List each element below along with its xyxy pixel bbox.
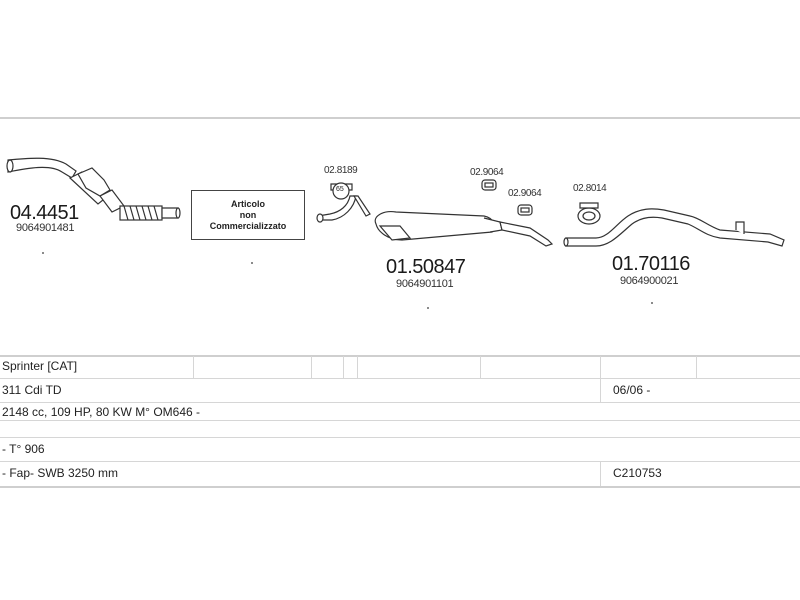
middle-silencer-part[interactable] bbox=[316, 195, 554, 247]
table-divider bbox=[600, 356, 601, 378]
rubber-mount-part-2[interactable] bbox=[517, 204, 533, 216]
table-divider bbox=[600, 379, 601, 402]
notice-line: non bbox=[239, 209, 257, 220]
marker-dot bbox=[651, 302, 653, 304]
tail-pipe-part[interactable] bbox=[563, 208, 785, 247]
part-oem-number: 9064900021 bbox=[620, 275, 679, 287]
table-border bbox=[0, 402, 800, 403]
part-code: 01.70116 bbox=[612, 253, 690, 275]
table-row: 311 Cdi TD bbox=[2, 383, 62, 397]
table-border bbox=[0, 486, 800, 488]
table-divider bbox=[480, 356, 481, 378]
part-code: 04.4451 bbox=[10, 202, 79, 224]
mount-code: 02.9064 bbox=[470, 167, 504, 178]
table-row: 2148 cc, 109 HP, 80 KW M° OM646 - bbox=[2, 405, 200, 419]
rubber-mount-part-1[interactable] bbox=[481, 179, 497, 191]
table-border bbox=[0, 355, 800, 357]
table-border bbox=[0, 461, 800, 462]
table-border bbox=[0, 420, 800, 421]
table-divider bbox=[696, 356, 697, 378]
table-divider bbox=[311, 356, 312, 378]
clamp-code: 02.8014 bbox=[573, 183, 607, 194]
table-cell: C210753 bbox=[613, 466, 662, 480]
table-border bbox=[0, 378, 800, 379]
clamp-part-2[interactable] bbox=[577, 202, 601, 225]
table-border bbox=[0, 437, 800, 438]
marker-dot bbox=[42, 252, 44, 254]
clamp-part[interactable] bbox=[330, 182, 353, 200]
table-row: - T° 906 bbox=[2, 442, 45, 456]
exhaust-diagram bbox=[6, 157, 785, 247]
table-row: Sprinter [CAT] bbox=[2, 359, 78, 373]
table-row: - Fap- SWB 3250 mm bbox=[2, 466, 119, 480]
part-oem-number: 9064901481 bbox=[16, 222, 75, 234]
top-divider bbox=[0, 117, 800, 119]
front-pipe-catalyst-part[interactable] bbox=[6, 157, 181, 221]
clamp-code: 02.8189 bbox=[324, 165, 358, 176]
table-divider bbox=[357, 356, 358, 378]
not-sold-notice: Articolo non Commercializzato bbox=[191, 190, 305, 240]
marker-dot bbox=[427, 307, 429, 309]
notice-line: Articolo bbox=[230, 198, 265, 209]
table-divider bbox=[343, 356, 344, 378]
table-divider bbox=[600, 462, 601, 486]
mount-code: 02.9064 bbox=[508, 188, 542, 199]
table-cell: 06/06 - bbox=[613, 383, 651, 397]
clamp-size-label: 65 bbox=[336, 186, 344, 193]
part-code: 01.50847 bbox=[386, 256, 466, 278]
notice-line: Commercializzato bbox=[209, 220, 287, 231]
table-divider bbox=[193, 356, 194, 378]
marker-dot bbox=[251, 262, 253, 264]
part-oem-number: 9064901101 bbox=[396, 278, 454, 290]
